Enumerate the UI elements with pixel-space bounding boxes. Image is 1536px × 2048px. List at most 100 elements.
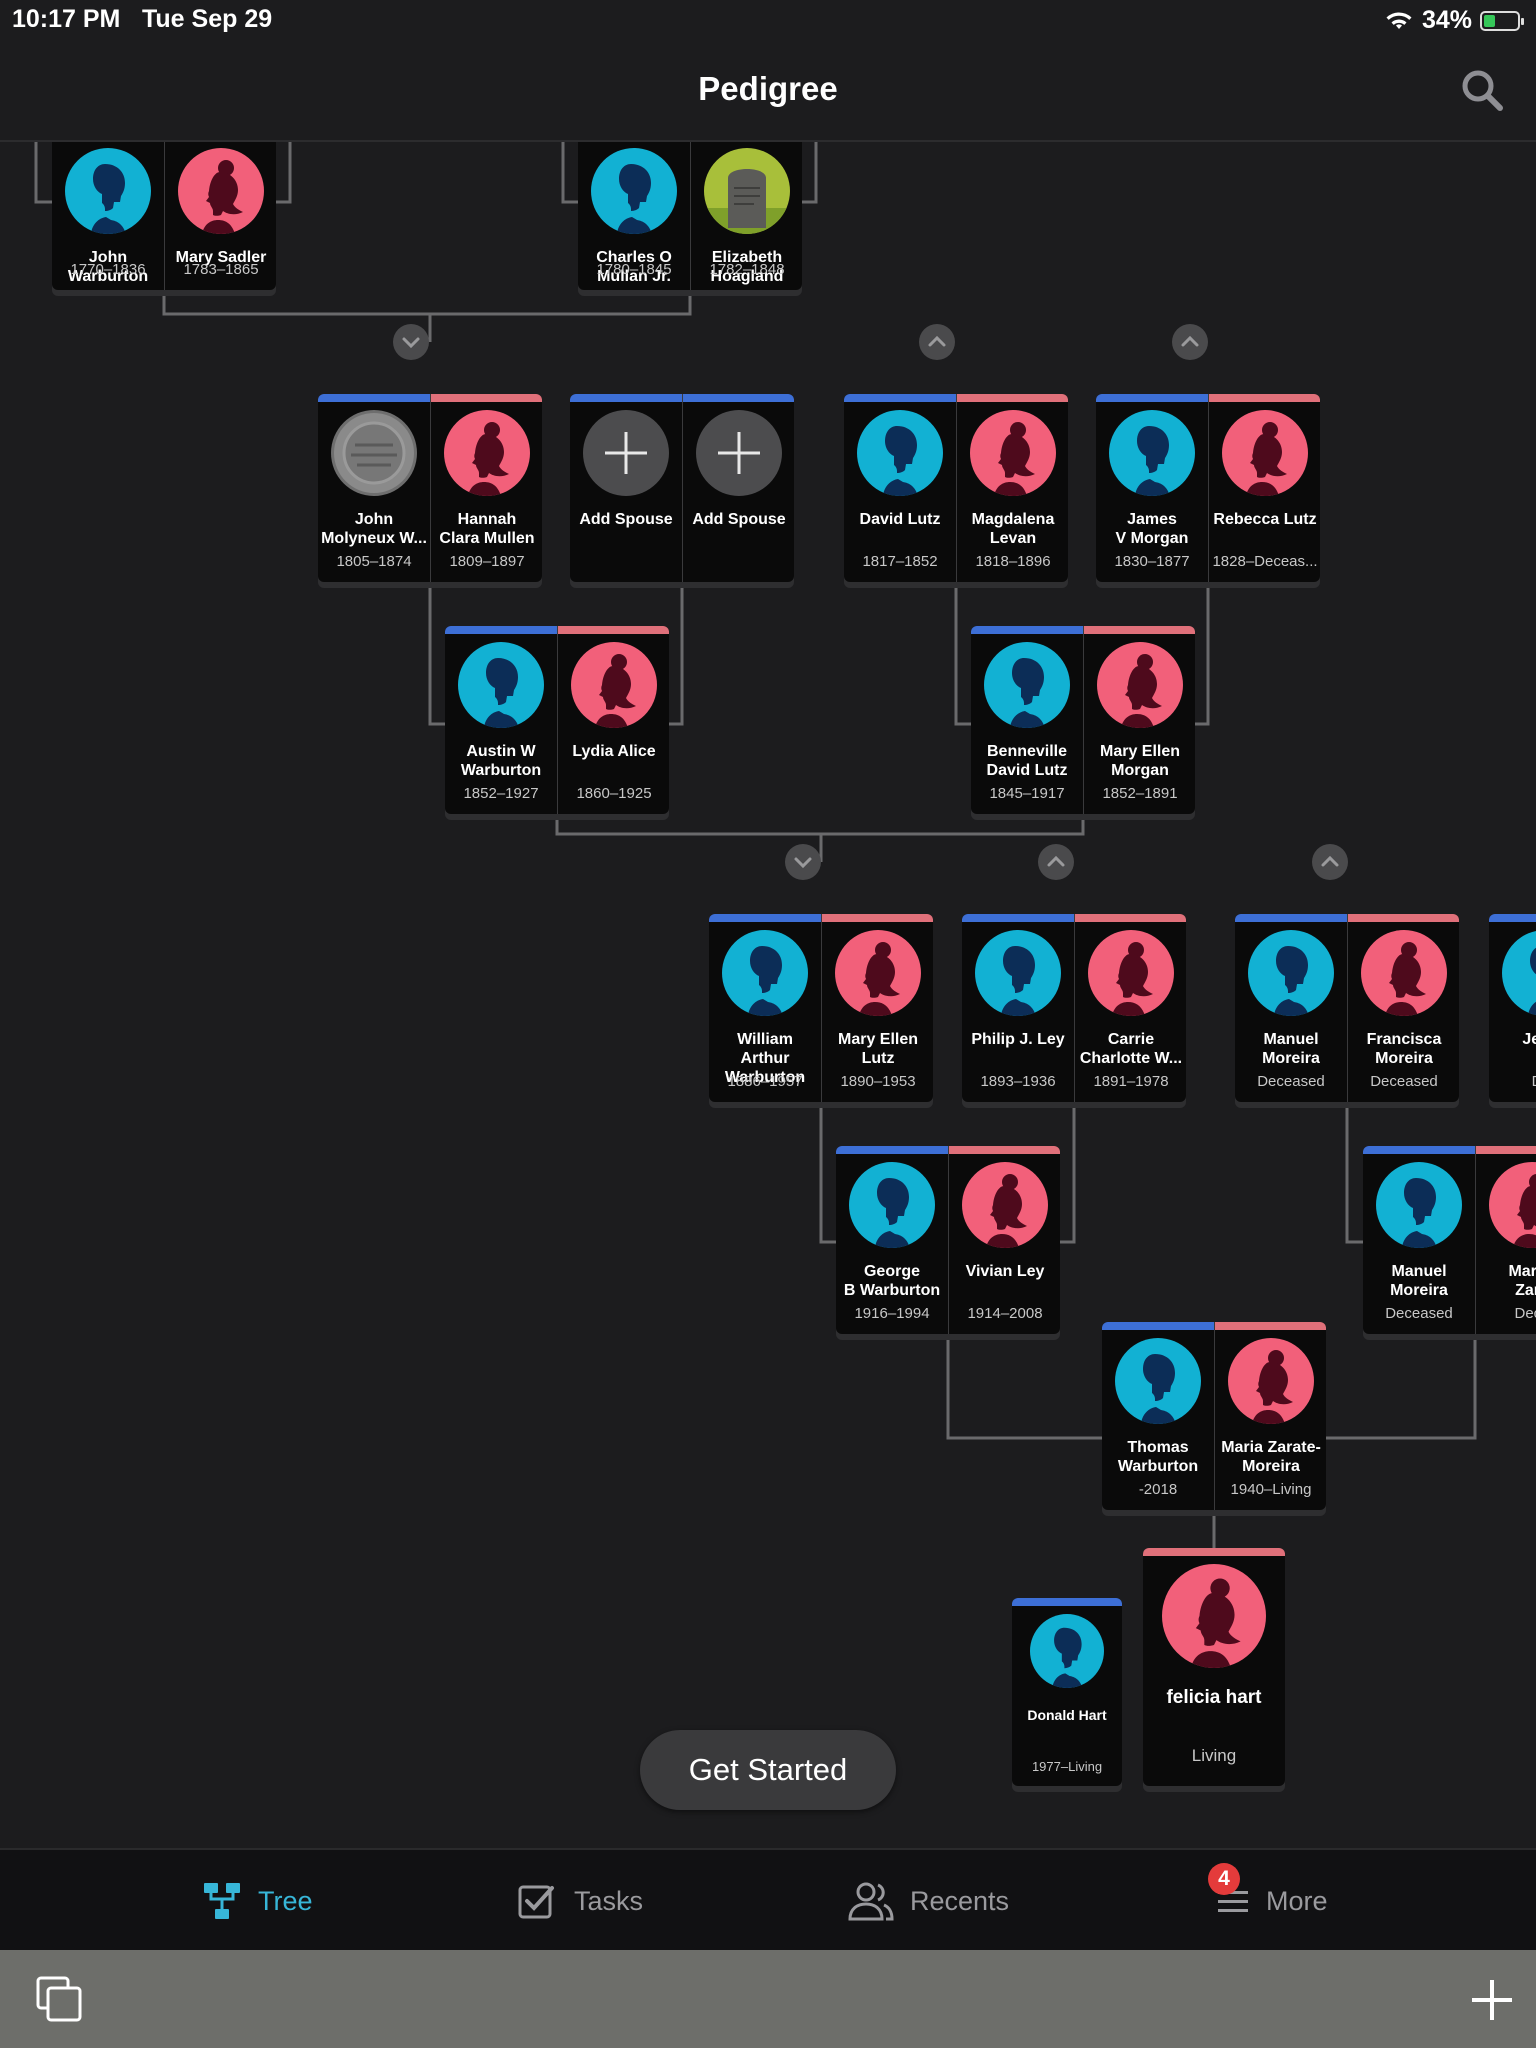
chevron-up-icon[interactable] bbox=[1038, 844, 1074, 880]
female-silhouette-icon bbox=[835, 930, 921, 1016]
person-magdalena-levan[interactable]: Magdalena Levan 1818–1896 bbox=[956, 394, 1068, 582]
chevron-down-icon[interactable] bbox=[393, 324, 429, 360]
male-silhouette-icon bbox=[591, 148, 677, 234]
tab-recents[interactable]: Recents bbox=[846, 1876, 1009, 1926]
person-jesus[interactable]: JesusDec bbox=[1489, 914, 1536, 1102]
person-name: John Molyneux W... bbox=[321, 511, 427, 547]
person-add-spouse[interactable]: Add Spouse bbox=[682, 394, 794, 582]
tab-tasks-label: Tasks bbox=[574, 1885, 644, 1916]
person-dates: 1977–Living bbox=[1031, 1759, 1103, 1774]
person-name: Carrie Charlotte W... bbox=[1079, 1031, 1183, 1067]
person-charles-o-mullan-jr[interactable]: Charles O Mullan Jr.1780–1845 bbox=[578, 142, 690, 290]
gravestone-photo-avatar bbox=[704, 148, 790, 234]
battery-icon bbox=[1480, 10, 1524, 31]
person-marga-zara[interactable]: Marga ZaraDece bbox=[1475, 1146, 1536, 1334]
person-name: Magdalena Levan bbox=[971, 511, 1055, 547]
chevron-up-icon[interactable] bbox=[919, 324, 955, 360]
person-name: William Arthur Warburton bbox=[724, 1031, 806, 1086]
person-carrie-charlotte-w[interactable]: Carrie Charlotte W...1891–1978 bbox=[1074, 914, 1186, 1102]
person-thomas-warburton[interactable]: Thomas Warburton-2018 bbox=[1102, 1322, 1214, 1510]
person-dates: 1805–1874 bbox=[336, 553, 412, 570]
person-dates: 1818–1896 bbox=[975, 553, 1051, 570]
person-name: James V Morgan bbox=[1115, 511, 1189, 547]
person-name: Charles O Mullan Jr. bbox=[596, 249, 672, 285]
connector-line bbox=[1345, 1102, 1363, 1244]
page-title: Pedigree bbox=[698, 70, 838, 107]
female-silhouette-icon bbox=[1222, 410, 1308, 496]
person-john-molyneux-w[interactable]: John Molyneux W... 1805–1874 bbox=[318, 394, 430, 582]
person-dates: 1916–1994 bbox=[854, 1305, 930, 1322]
chevron-up-icon[interactable] bbox=[1172, 324, 1208, 360]
chevron-down-icon[interactable] bbox=[785, 844, 821, 880]
person-name: Thomas Warburton bbox=[1117, 1439, 1199, 1475]
person-name: Add Spouse bbox=[692, 511, 786, 528]
plus-icon[interactable] bbox=[1466, 1974, 1518, 2026]
male-silhouette-icon bbox=[1115, 1338, 1201, 1424]
chevron-up-icon[interactable] bbox=[1312, 844, 1348, 880]
search-icon[interactable] bbox=[1458, 66, 1506, 114]
person-dates: Living bbox=[1191, 1746, 1237, 1765]
person-name: Austin W Warburton bbox=[460, 743, 542, 779]
couple-card[interactable]: Manuel MoreiraDeceasedMarga ZaraDece bbox=[1363, 1146, 1536, 1334]
connector-line bbox=[954, 582, 971, 726]
couple-card[interactable]: John Molyneux W... 1805–1874 Hannah Clara … bbox=[318, 394, 542, 582]
status-bar: 10:17 PM Tue Sep 29 34% bbox=[0, 0, 1536, 40]
female-silhouette-icon bbox=[1361, 930, 1447, 1016]
person-dates: 1886–1957 bbox=[727, 1073, 803, 1090]
person-name: Maria Zarate- Moreira bbox=[1221, 1439, 1321, 1475]
connector-line bbox=[669, 582, 684, 726]
person-dates: Dec bbox=[1489, 1073, 1536, 1090]
copy-tabs-icon[interactable] bbox=[34, 1974, 86, 2026]
male-silhouette-icon bbox=[1109, 410, 1195, 496]
person-add-spouse[interactable]: Add Spouse bbox=[570, 394, 682, 582]
person-name: felicia hart bbox=[1166, 1687, 1262, 1708]
connector-line bbox=[276, 142, 292, 204]
person-dates: 1809–1897 bbox=[449, 553, 525, 570]
couple-card[interactable]: JesusDec bbox=[1489, 914, 1536, 1102]
tab-tasks[interactable]: Tasks bbox=[516, 1876, 643, 1926]
get-started-button[interactable]: Get Started bbox=[640, 1730, 896, 1810]
connector-line bbox=[1195, 582, 1210, 726]
connector-line bbox=[162, 290, 692, 316]
tab-tree[interactable]: Tree bbox=[200, 1876, 313, 1926]
tab-more[interactable]: 4 More bbox=[1208, 1863, 1328, 1926]
add-spouse-plus-icon bbox=[696, 410, 782, 496]
